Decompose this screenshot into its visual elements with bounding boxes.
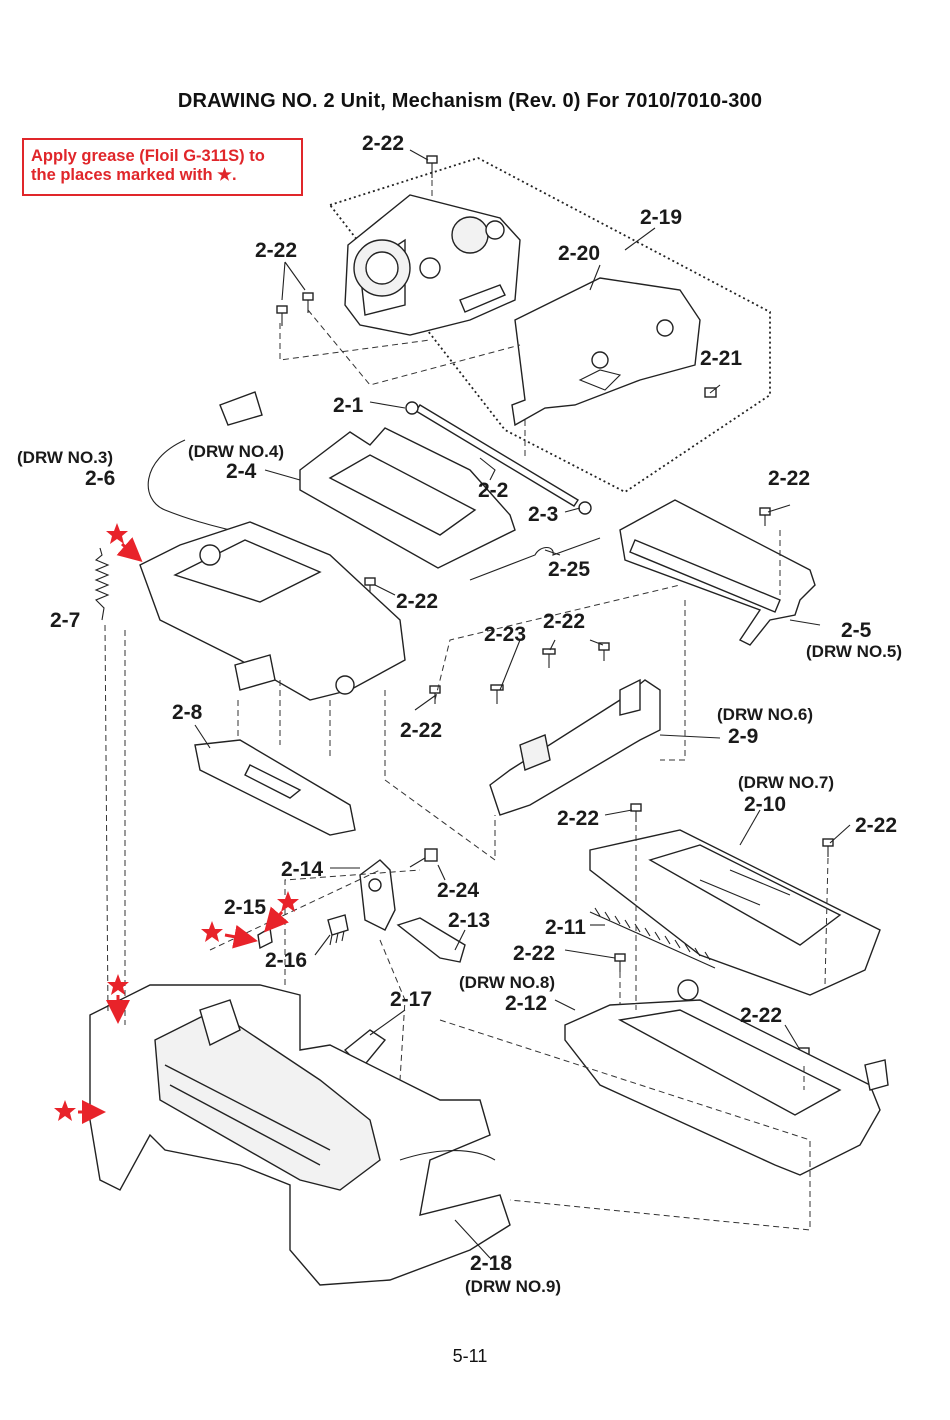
label-2-22: 2-22 (543, 610, 585, 633)
drawing-title: DRAWING NO. 2 Unit, Mechanism (Rev. 0) F… (177, 90, 763, 112)
label-2-24: 2-24 (437, 879, 479, 902)
ref-drw7: (DRW NO.7) (738, 773, 834, 792)
cutter-blade-part (589, 907, 716, 969)
star-icon (107, 974, 129, 995)
label-2-6: 2-6 (85, 467, 115, 490)
label-2-22: 2-22 (513, 942, 555, 965)
label-2-18: 2-18 (470, 1252, 512, 1275)
label-2-15: 2-15 (224, 896, 266, 919)
spring-part (469, 537, 601, 581)
cutter-cover-part (589, 829, 881, 996)
label-2-22: 2-22 (768, 467, 810, 490)
star-icon (201, 921, 223, 942)
label-2-5: 2-5 (841, 619, 872, 642)
label-2-4: 2-4 (226, 460, 257, 483)
head-bracket-part (194, 739, 356, 836)
label-2-9: 2-9 (728, 725, 758, 748)
part-labels: 2-22 2-19 2-22 2-20 2-21 2-1 2-4 2-2 2-6… (50, 132, 897, 1275)
label-2-17: 2-17 (390, 988, 432, 1011)
label-2-19: 2-19 (640, 206, 682, 229)
label-2-25: 2-25 (548, 558, 590, 581)
label-2-8: 2-8 (172, 701, 203, 724)
star-icon (277, 891, 299, 912)
label-2-10: 2-10 (744, 793, 786, 816)
label-2-23: 2-23 (484, 623, 526, 646)
label-2-7: 2-7 (50, 609, 80, 632)
base-frame-part (89, 984, 511, 1286)
label-2-22: 2-22 (557, 807, 599, 830)
label-2-22: 2-22 (396, 590, 438, 613)
star-icon (106, 523, 128, 544)
leader-lines (194, 149, 851, 1259)
label-2-3: 2-3 (528, 503, 558, 526)
motor-cover-part (511, 277, 701, 427)
label-2-2: 2-2 (478, 479, 508, 502)
tension-spring-part (94, 547, 110, 621)
sensor-part (327, 914, 349, 946)
label-2-22: 2-22 (255, 239, 297, 262)
ref-drw3: (DRW NO.3) (17, 448, 113, 467)
grease-note-line2: the places marked with ★. (31, 166, 237, 184)
label-2-13: 2-13 (448, 909, 490, 932)
paper-guide-frame-part (299, 427, 516, 569)
cable-part (147, 439, 231, 531)
alignment-lines (104, 180, 829, 1231)
label-2-22: 2-22 (400, 719, 442, 742)
grease-note: Apply grease (Floil G-311S) to the place… (22, 138, 303, 196)
carriage-assembly-part (139, 521, 406, 701)
sensor-lever-part (359, 859, 396, 931)
connector-part (219, 391, 263, 426)
right-frame-part (619, 499, 816, 646)
label-2-12: 2-12 (505, 992, 547, 1015)
grease-note-line1: Apply grease (Floil G-311S) to (31, 147, 265, 165)
plate-part (396, 917, 466, 963)
shaft-part (405, 401, 592, 515)
ref-drw8: (DRW NO.8) (459, 973, 555, 992)
label-2-1: 2-1 (333, 394, 364, 417)
motor-unit-boundary (328, 157, 771, 494)
ref-drw6: (DRW NO.6) (717, 705, 813, 724)
pin-part (257, 926, 273, 950)
cutter-unit-part (564, 979, 889, 1176)
label-2-11: 2-11 (545, 916, 586, 939)
label-2-22: 2-22 (855, 814, 897, 837)
grease-marks (54, 523, 299, 1124)
label-2-14: 2-14 (281, 858, 323, 881)
label-2-22: 2-22 (362, 132, 404, 155)
page-number: 5-11 (452, 1346, 488, 1366)
label-2-21: 2-21 (700, 347, 742, 370)
label-2-20: 2-20 (558, 242, 600, 265)
ref-drw9: (DRW NO.9) (465, 1277, 561, 1296)
ref-drw5: (DRW NO.5) (806, 642, 902, 661)
drawing-refs: (DRW NO.3) (DRW NO.4) (DRW NO.5) (DRW NO… (17, 442, 902, 1296)
motor-frame-part (344, 194, 521, 336)
star-icon (54, 1100, 76, 1121)
label-2-22: 2-22 (740, 1004, 782, 1027)
side-bracket-part (489, 678, 661, 816)
ref-drw4: (DRW NO.4) (188, 442, 284, 461)
screw-parts (276, 155, 834, 1066)
label-2-16: 2-16 (265, 949, 307, 972)
